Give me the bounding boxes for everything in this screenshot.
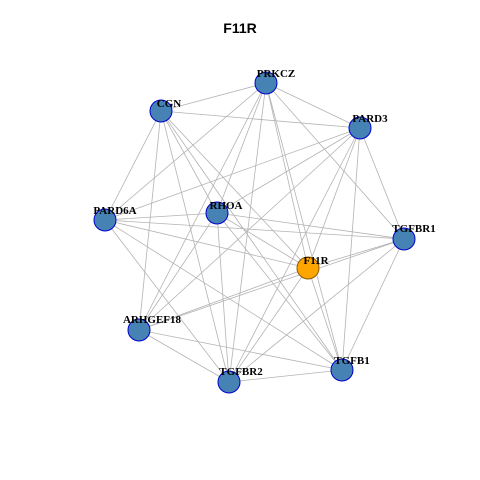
edge-tgfbr1-f11r: [307, 238, 405, 269]
edge-cgn-pard6a: [104, 110, 162, 221]
node-tgfb1[interactable]: [330, 358, 354, 382]
edge-pard6a-rhoa: [104, 212, 218, 221]
edge-arhgef18-tgfbr2: [138, 329, 230, 383]
edge-pard3-rhoa: [216, 127, 361, 214]
edge-rhoa-f11r: [216, 212, 309, 269]
node-prkcz[interactable]: [254, 71, 278, 95]
edge-pard3-tgfbr1: [359, 127, 405, 240]
edge-cgn-rhoa: [160, 110, 218, 214]
edge-tgfb1-tgfbr2: [228, 369, 343, 383]
edge-tgfbr1-arhgef18: [138, 238, 405, 331]
edge-cgn-tgfb1: [160, 110, 343, 371]
edge-pard3-f11r: [307, 127, 361, 269]
edge-prkcz-f11r: [265, 82, 309, 269]
edge-f11r-tgfb1: [307, 267, 343, 371]
node-label-tgfb1: TGFB1: [334, 355, 369, 367]
edge-prkcz-cgn: [160, 82, 267, 112]
edge-prkcz-rhoa: [216, 82, 267, 214]
node-arhgef18[interactable]: [127, 318, 151, 342]
edge-pard3-tgfb1: [341, 127, 361, 371]
node-pard3[interactable]: [348, 116, 372, 140]
edge-pard6a-tgfb1: [104, 219, 343, 371]
edge-prkcz-pard6a: [104, 82, 267, 221]
edge-prkcz-tgfbr2: [228, 82, 267, 383]
node-label-arhgef18: ARHGEF18: [123, 314, 182, 326]
edge-f11r-arhgef18: [138, 267, 309, 331]
edge-cgn-arhgef18: [138, 110, 162, 331]
edge-cgn-pard3: [160, 110, 361, 129]
edge-rhoa-arhgef18: [138, 212, 218, 331]
edge-prkcz-pard3: [265, 82, 361, 129]
nodes-layer: [93, 71, 416, 394]
edges-layer: [104, 82, 405, 383]
edge-cgn-f11r: [160, 110, 309, 269]
node-label-pard3: PARD3: [352, 113, 388, 125]
node-tgfbr1[interactable]: [392, 227, 416, 251]
edge-tgfbr1-tgfbr2: [228, 238, 405, 383]
edge-rhoa-tgfbr1: [216, 212, 405, 240]
node-f11r[interactable]: [296, 256, 320, 280]
edge-arhgef18-tgfb1: [138, 329, 343, 371]
node-label-f11r: F11R: [303, 255, 329, 267]
edge-prkcz-tgfb1: [265, 82, 343, 371]
edge-tgfbr1-tgfb1: [341, 238, 405, 371]
node-label-cgn: CGN: [157, 98, 182, 110]
node-rhoa[interactable]: [205, 201, 229, 225]
edge-prkcz-tgfbr1: [265, 82, 405, 240]
edge-f11r-tgfbr2: [228, 267, 309, 383]
edge-rhoa-tgfb1: [216, 212, 343, 371]
node-tgfbr2[interactable]: [217, 370, 241, 394]
node-label-pard6a: PARD6A: [93, 205, 136, 217]
edge-prkcz-arhgef18: [138, 82, 267, 331]
edge-pard3-pard6a: [104, 127, 361, 221]
edge-pard6a-tgfbr2: [104, 219, 230, 383]
node-label-prkcz: PRKCZ: [257, 68, 296, 80]
edge-pard6a-tgfbr1: [104, 219, 405, 240]
node-label-rhoa: RHOA: [210, 200, 243, 212]
diagram-title: F11R: [223, 20, 257, 36]
edge-pard6a-f11r: [104, 219, 309, 269]
node-label-tgfbr2: TGFBR2: [219, 366, 263, 378]
node-cgn[interactable]: [149, 99, 173, 123]
node-label-tgfbr1: TGFBR1: [392, 223, 435, 235]
node-pard6a[interactable]: [93, 208, 117, 232]
edge-rhoa-tgfbr2: [216, 212, 230, 383]
edge-pard3-tgfbr2: [228, 127, 361, 383]
